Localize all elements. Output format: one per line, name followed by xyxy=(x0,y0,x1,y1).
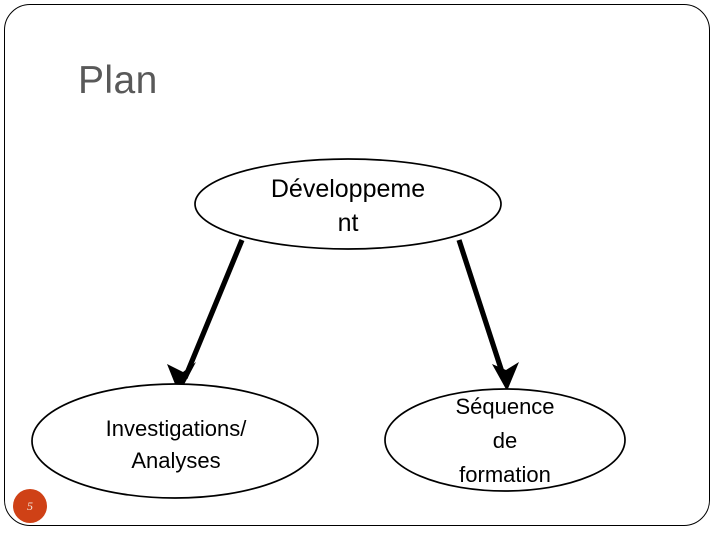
page-title: Plan xyxy=(78,59,158,102)
edge-dev-to-investigations xyxy=(167,239,245,394)
edge-dev-to-sequence xyxy=(456,239,519,391)
node-developpement[interactable] xyxy=(194,158,502,250)
page-number-badge: 5 xyxy=(13,489,47,523)
node-sequence-de-formation[interactable] xyxy=(384,388,626,492)
arrowhead-icon xyxy=(167,362,196,394)
arrowhead-icon xyxy=(492,362,519,391)
node-investigations-analyses[interactable] xyxy=(31,383,319,499)
slide-border-frame xyxy=(4,4,710,526)
